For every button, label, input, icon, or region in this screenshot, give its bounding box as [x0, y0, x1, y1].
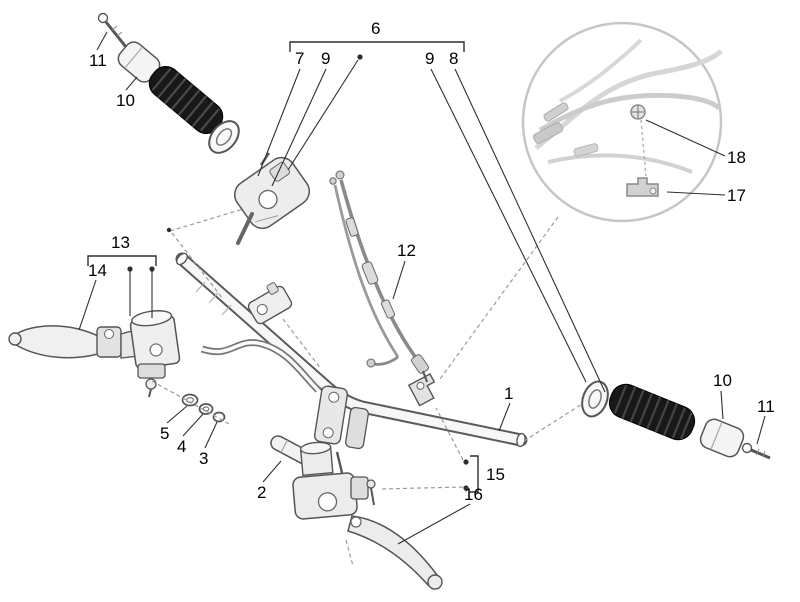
callout-8: 8: [449, 49, 459, 68]
callout-6: 6: [371, 19, 381, 38]
clutch-master-cylinder: [292, 441, 376, 520]
callout-10-right: 10: [713, 371, 732, 390]
left-grip: [148, 65, 224, 135]
callout-4: 4: [177, 437, 187, 456]
detail-screw: [630, 104, 647, 177]
right-bar-end-cap: [699, 418, 745, 458]
construction-dashes: [151, 208, 583, 567]
group-brackets: [87, 41, 479, 493]
throttle-cables: [329, 170, 429, 374]
switch-housing: [233, 152, 311, 245]
callout-2: 2: [257, 483, 267, 502]
front-brake-lever-assembly: [8, 310, 181, 398]
right-grip-flange: [581, 380, 609, 418]
clamp-riser-hardware: [200, 339, 369, 485]
cable-guide-bracket: [407, 370, 436, 407]
callout-5: 5: [160, 424, 170, 443]
callout-15: 15: [486, 465, 505, 484]
right-bar-end-screw: [741, 442, 771, 460]
leader-lines: [78, 31, 766, 545]
callout-7: 7: [295, 49, 305, 68]
callout-10-left: 10: [116, 91, 135, 110]
callout-14: 14: [88, 261, 107, 280]
left-grip-flange: [208, 120, 240, 154]
detail-cable-clamp: [626, 177, 659, 197]
callout-1: 1: [504, 384, 514, 403]
callout-18: 18: [727, 148, 746, 167]
right-grip: [608, 383, 696, 441]
clutch-lever: [347, 515, 443, 590]
callout-11-left: 11: [89, 51, 107, 70]
callout-9-left: 9: [321, 49, 331, 68]
left-bar-end-screw: [97, 12, 128, 48]
washers-and-nut: [181, 393, 226, 423]
callout-3: 3: [199, 449, 209, 468]
mirror-mount-clamp: [247, 282, 293, 325]
callout-13: 13: [111, 233, 130, 252]
callout-17: 17: [727, 186, 746, 205]
bracket-dots: [127, 54, 469, 491]
callout-9-right: 9: [425, 49, 435, 68]
callout-12: 12: [397, 241, 416, 260]
callout-11-right: 11: [757, 397, 775, 416]
cable-routing-detail-circle: [521, 21, 723, 223]
callout-16: 16: [464, 485, 483, 504]
